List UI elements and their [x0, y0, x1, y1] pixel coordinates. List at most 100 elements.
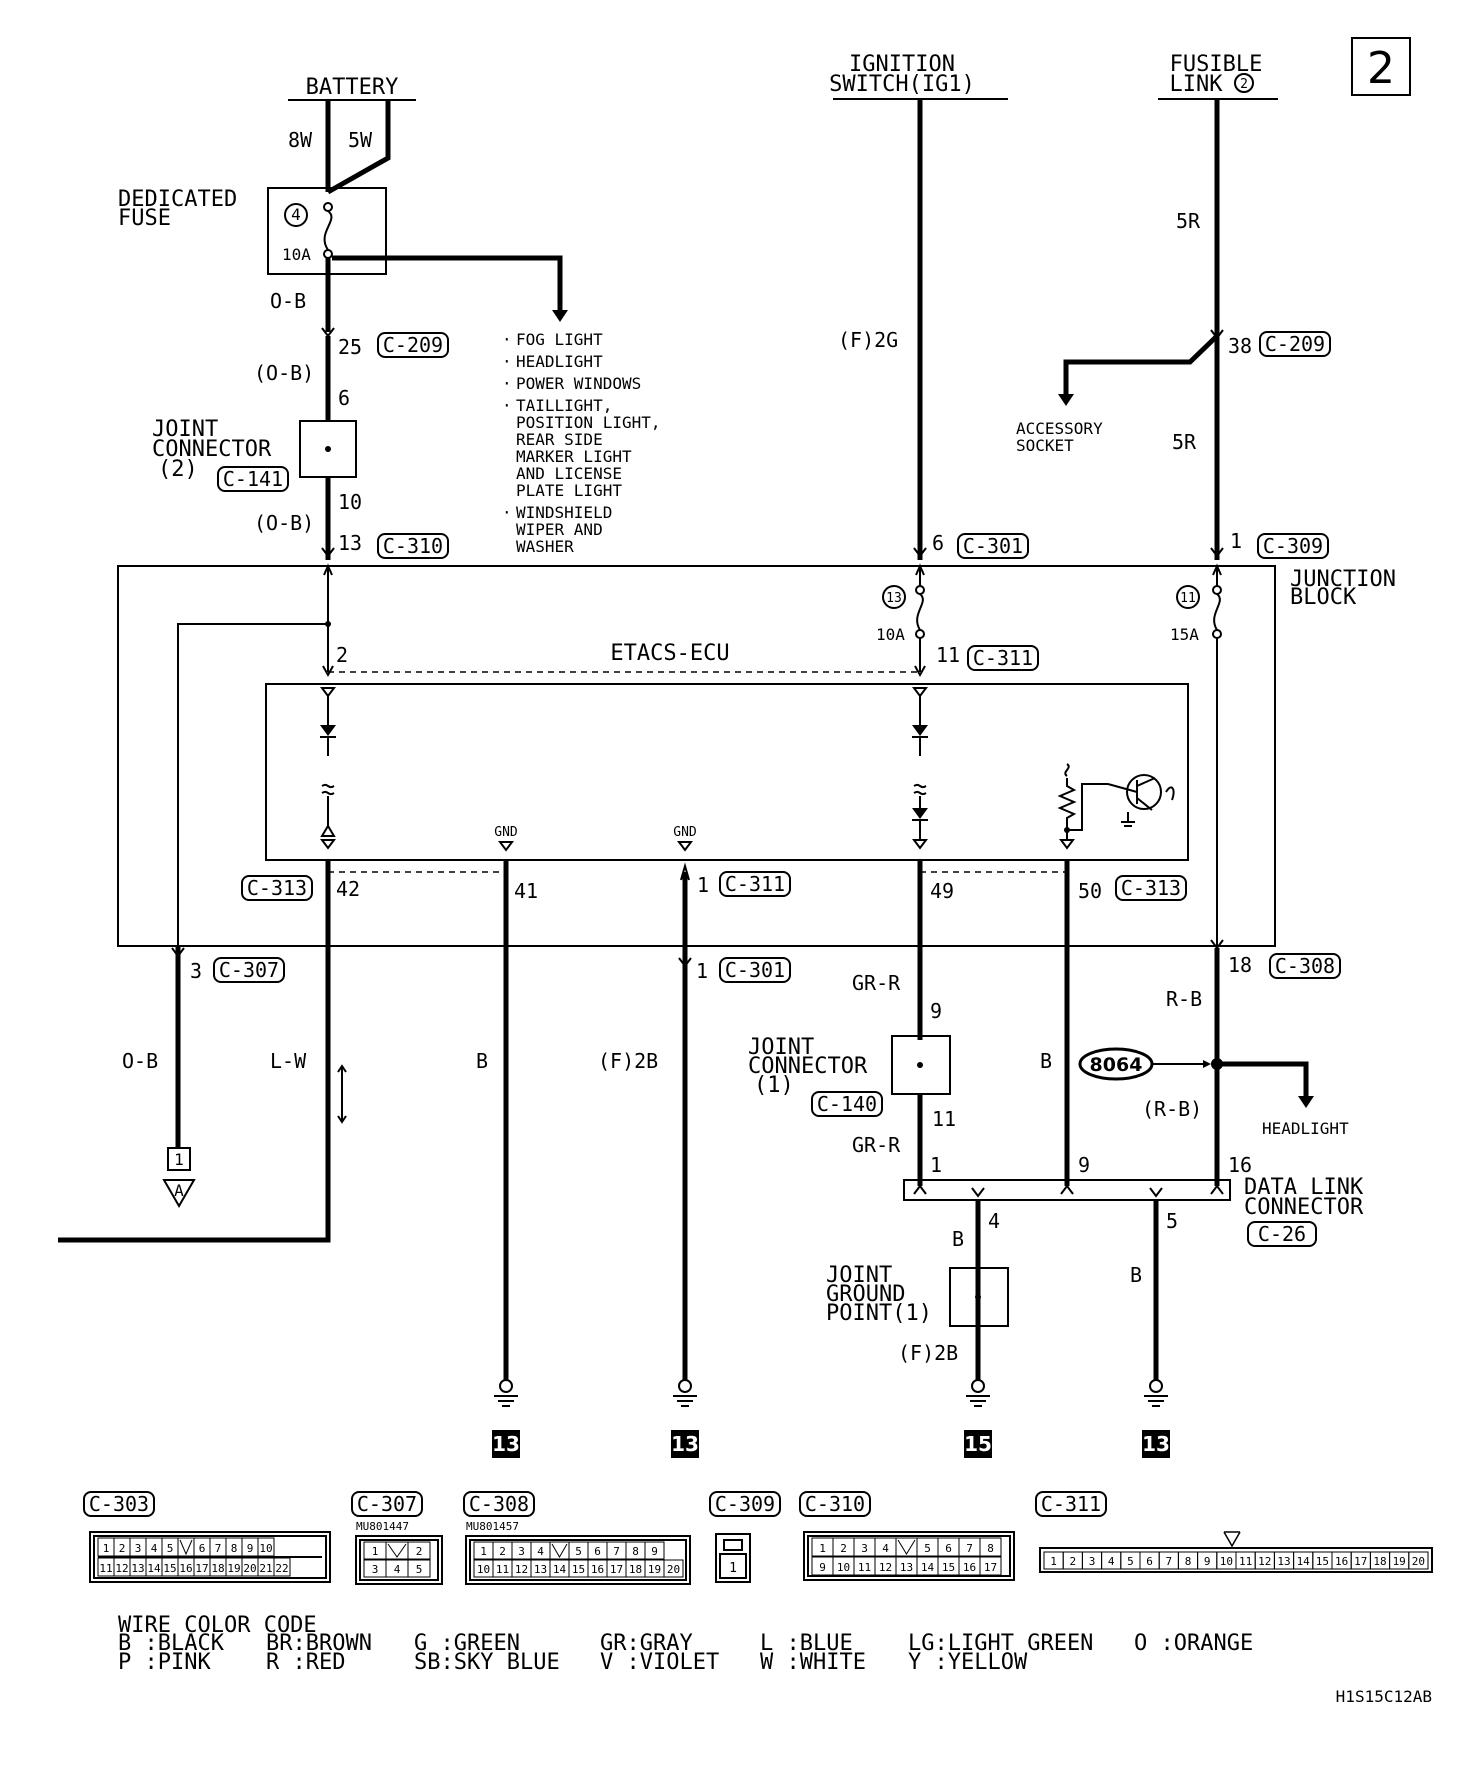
color-code-o: O :ORANGE	[1134, 1631, 1253, 1656]
svg-text:4: 4	[394, 1563, 401, 1576]
terminal-1-box	[167, 1147, 191, 1171]
ground-point-node	[975, 1294, 981, 1300]
svg-text:·: ·	[502, 352, 512, 371]
svg-text:9: 9	[247, 1542, 254, 1555]
svg-text:1: 1	[372, 1545, 379, 1558]
wire-5r-label-2: 5R	[1172, 430, 1197, 454]
joint2-label-3: (2)	[158, 457, 198, 482]
fusible-label-1: FUSIBLE	[1170, 52, 1263, 77]
fuse-pin-bottom	[323, 249, 333, 259]
color-code-w: W :WHITE	[760, 1650, 866, 1675]
face-c308-label: C-308	[469, 1492, 529, 1516]
color-code-p: P :PINK	[118, 1650, 211, 1675]
wire-color-code-title: WIRE COLOR CODE	[118, 1613, 317, 1638]
dlc-pin5-mark	[1149, 1187, 1163, 1198]
svg-text:5: 5	[924, 1542, 931, 1555]
pin-11-mark	[914, 665, 926, 678]
svg-text:·: ·	[502, 374, 512, 393]
svg-text:14: 14	[921, 1561, 935, 1574]
pin-5: 5	[1166, 1209, 1178, 1233]
color-code-b: B :BLACK	[118, 1631, 225, 1656]
wire-lw	[58, 860, 331, 1243]
transistor-base-lead	[1067, 783, 1108, 831]
feed-position-light: POSITION LIGHT,	[516, 413, 661, 432]
face-c307-tag	[351, 1491, 423, 1517]
pin-11: 11	[936, 643, 960, 667]
jb-pin1-arrow	[1212, 563, 1222, 576]
pin-2-mark	[322, 665, 334, 678]
gnd-mark-2	[677, 841, 693, 852]
svg-text:3: 3	[861, 1542, 868, 1555]
svg-text:17: 17	[610, 1563, 623, 1576]
color-code-y: Y :YELLOW	[908, 1650, 1028, 1675]
svg-text:18: 18	[211, 1562, 224, 1575]
svg-text:1: 1	[480, 1545, 487, 1558]
ground-terminal-2	[678, 1379, 692, 1393]
terminal-a: A	[174, 1181, 184, 1200]
face-c310-label: C-310	[805, 1492, 865, 1516]
wire-to-feeds	[332, 255, 563, 312]
svg-text:3: 3	[1089, 1555, 1096, 1568]
face-c311-tag	[1035, 1491, 1107, 1517]
ground-terminal-3	[971, 1379, 985, 1393]
resistor-out-mark	[1059, 839, 1075, 850]
dlc-label-2: CONNECTOR	[1244, 1195, 1364, 1220]
color-code-l: L :BLUE	[760, 1631, 853, 1656]
connector-c307: C-307	[219, 958, 279, 982]
pin-1-mark	[1210, 547, 1224, 558]
accessory-label-2: SOCKET	[1016, 436, 1074, 455]
pin-11b: 11	[932, 1107, 956, 1131]
pin-49: 49	[930, 879, 954, 903]
jb-wire-to-pin3	[177, 623, 328, 960]
svg-text:11: 11	[99, 1562, 112, 1575]
wire-ob-paren-label: (O-B)	[254, 361, 314, 385]
battery-label: BATTERY	[306, 75, 399, 100]
wire-b-41-label: B	[476, 1049, 488, 1073]
svg-text:6: 6	[945, 1542, 952, 1555]
pin-2: 2	[336, 643, 348, 667]
jb-fuse11-num: 11	[1180, 591, 1196, 606]
feed-wiper-and: WIPER AND	[516, 520, 603, 539]
ecu-left-break-bottom	[321, 790, 335, 796]
svg-text:17: 17	[195, 1562, 208, 1575]
jb-fuse13-rating: 10A	[876, 625, 905, 644]
connector-c301b-tag	[719, 957, 791, 983]
svg-text:20: 20	[667, 1563, 680, 1576]
svg-text:14: 14	[553, 1563, 567, 1576]
ecu-label: ETACS-ECU	[610, 641, 729, 666]
wire-grr-label-1: GR-R	[852, 971, 901, 995]
color-code-v: V :VIOLET	[600, 1650, 719, 1675]
resistor-top-break	[1064, 763, 1070, 777]
svg-text:18: 18	[1373, 1555, 1386, 1568]
pin-6: 6	[338, 386, 350, 410]
jb-pin6-arrow	[915, 563, 925, 576]
svg-text:6: 6	[594, 1545, 601, 1558]
pin-4: 4	[988, 1209, 1000, 1233]
transistor-out-break	[1165, 786, 1175, 801]
wire-5r-label: 5R	[1176, 209, 1201, 233]
ecu-right-out-mark	[912, 839, 928, 850]
svg-text:5: 5	[167, 1542, 174, 1555]
svg-text:7: 7	[1165, 1555, 1172, 1568]
joint1-label-1: JOINT	[748, 1035, 814, 1060]
pin-9b: 9	[1078, 1153, 1090, 1177]
dlc-pin1-mark	[913, 1184, 927, 1195]
ecu-in-left-mark	[320, 687, 336, 698]
ground-point-label-3: POINT(1)	[826, 1301, 932, 1326]
lw-indicator-top	[337, 1064, 347, 1073]
svg-text:4: 4	[151, 1542, 158, 1555]
diode-left	[320, 725, 336, 736]
svg-text:4: 4	[882, 1542, 889, 1555]
pin-1b-arrow	[680, 862, 690, 881]
wire-ob-label: O-B	[270, 289, 306, 313]
junction-block-label-2: BLOCK	[1290, 585, 1357, 610]
face-c309: 1	[715, 1533, 751, 1583]
connector-c313b: C-313	[1121, 876, 1181, 900]
splice-pointer-head	[1203, 1060, 1211, 1068]
svg-text:·: ·	[502, 396, 512, 415]
svg-text:·: ·	[502, 330, 512, 349]
ecu-right-break-bottom	[913, 790, 927, 796]
